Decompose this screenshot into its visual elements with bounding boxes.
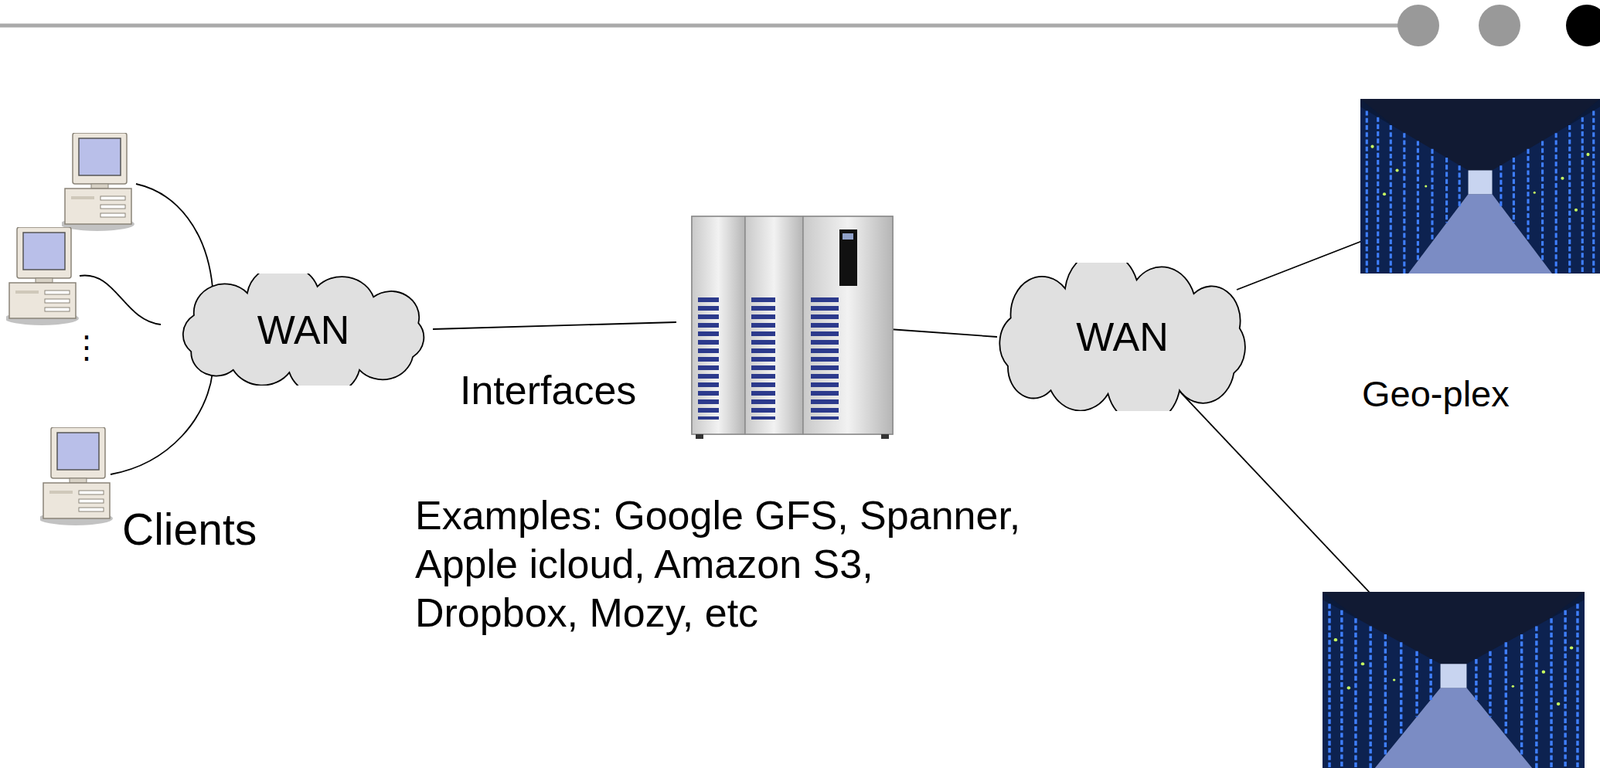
- cloud-label: WAN: [257, 306, 350, 354]
- group-label: Clients: [122, 504, 257, 556]
- interface-label: Interfaces: [459, 367, 637, 415]
- network-cloud: WAN: [163, 273, 444, 386]
- ellipsis-mark: ⋮: [71, 329, 103, 365]
- cloud-label: WAN: [1075, 313, 1168, 361]
- region-label: Geo-plex: [1361, 373, 1510, 416]
- network-cloud: WAN: [979, 262, 1266, 412]
- example-note: Examples: Google GFS, Spanner, Apple icl…: [415, 491, 1021, 638]
